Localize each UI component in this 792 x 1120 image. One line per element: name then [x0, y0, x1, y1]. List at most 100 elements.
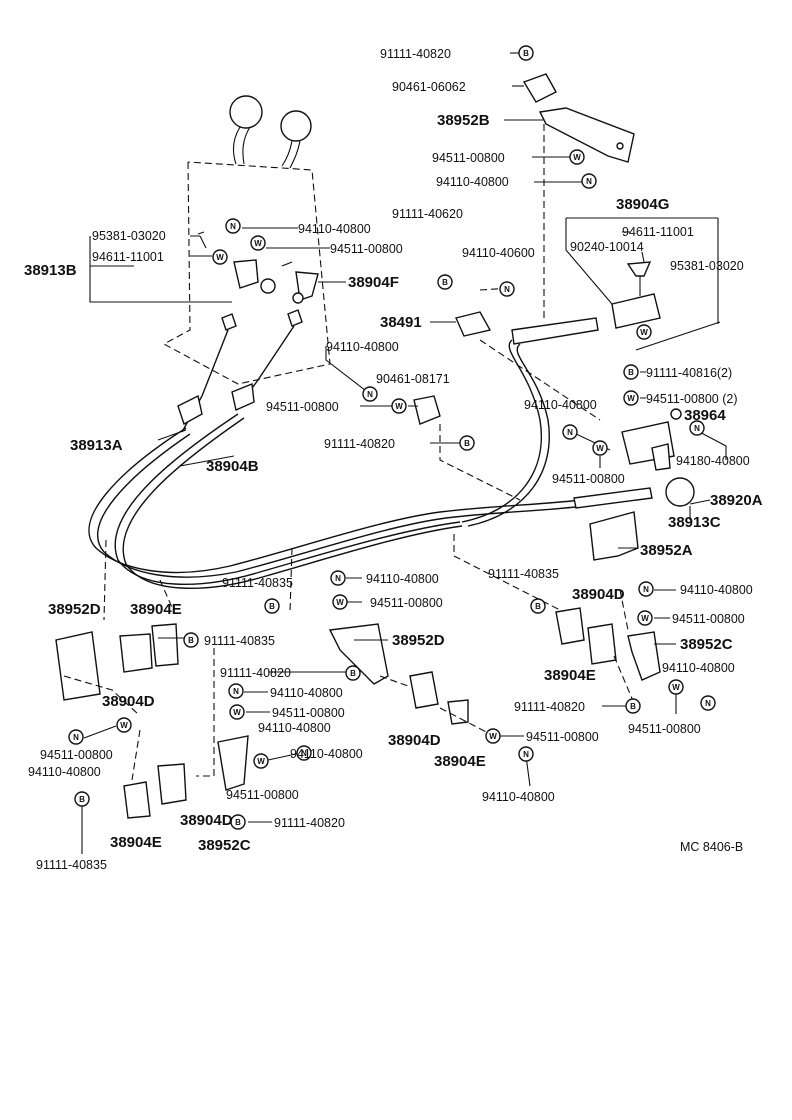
washer-w-icon: W	[668, 679, 684, 695]
part-label: 94110-40600	[462, 246, 535, 260]
svg-text:W: W	[672, 683, 680, 692]
part-label: 94110-40800	[524, 398, 597, 412]
svg-text:B: B	[269, 602, 275, 611]
bracket-group-middle	[217, 623, 469, 791]
part-label: 91111-40835	[204, 634, 275, 648]
part-label: 94511-00800	[672, 612, 745, 626]
svg-text:N: N	[523, 750, 529, 759]
part-label: 38964	[684, 407, 726, 424]
nut-n-icon: N	[68, 729, 84, 745]
part-label: 94511-00800	[628, 722, 701, 736]
washer-w-icon: W	[253, 753, 269, 769]
bolt-b-icon: B	[625, 698, 641, 714]
svg-text:B: B	[235, 818, 241, 827]
svg-text:W: W	[573, 153, 581, 162]
part-label: 91111-40835	[488, 567, 559, 581]
bolt-b-icon: B	[230, 814, 246, 830]
part-label: 38491	[380, 314, 422, 331]
svg-text:B: B	[188, 636, 194, 645]
part-label: 94511-00800	[432, 151, 505, 165]
part-label: 94511-00800	[330, 242, 403, 256]
svg-text:B: B	[464, 439, 470, 448]
svg-text:W: W	[216, 253, 224, 262]
washer-w-icon: W	[592, 440, 608, 456]
bolt-b-icon: B	[623, 364, 639, 380]
part-label: 38952B	[437, 112, 490, 129]
svg-text:N: N	[643, 585, 649, 594]
part-label: 94110-40800	[366, 572, 439, 586]
part-label: 38904E	[130, 601, 182, 618]
part-label: 38913C	[668, 514, 721, 531]
bolt-b-icon: B	[530, 598, 546, 614]
part-label: 91111-40820	[324, 437, 395, 451]
part-label: 38952A	[640, 542, 693, 559]
part-label: 94110-40800	[258, 721, 331, 735]
svg-text:W: W	[120, 721, 128, 730]
nut-n-icon: N	[225, 218, 241, 234]
part-label: 38913B	[24, 262, 77, 279]
part-label: 91111-40835	[36, 858, 107, 872]
shift-lever-assembly	[162, 95, 331, 385]
part-label: 90461-06062	[392, 80, 466, 94]
svg-text:W: W	[627, 394, 635, 403]
nut-n-icon: N	[228, 683, 244, 699]
part-label: 94110-40800	[436, 175, 509, 189]
part-label: 91111-40835	[222, 576, 293, 590]
part-label: 38904F	[348, 274, 399, 291]
nut-n-icon: N	[296, 745, 312, 761]
part-label: 94511-00800	[40, 748, 113, 762]
nut-n-icon: N	[638, 581, 654, 597]
svg-text:B: B	[630, 702, 636, 711]
svg-text:N: N	[567, 428, 573, 437]
part-labels: 91111-40820 90461-06062 38952B 94511-008…	[24, 47, 763, 872]
bolt-b-icon: B	[459, 435, 475, 451]
nut-n-icon: N	[689, 420, 705, 436]
part-label: 94611-11001	[622, 225, 694, 239]
part-label: 95381-03020	[92, 229, 166, 243]
svg-text:W: W	[641, 614, 649, 623]
svg-text:N: N	[230, 222, 236, 231]
svg-text:B: B	[350, 669, 356, 678]
bracket-38952A	[589, 511, 639, 561]
part-label: 38913A	[70, 437, 123, 454]
part-label: 94110-40800	[482, 790, 555, 804]
svg-text:N: N	[586, 177, 592, 186]
washer-w-icon: W	[637, 610, 653, 626]
part-label: 94110-40800	[680, 583, 753, 597]
pivot-38964	[621, 408, 682, 471]
svg-text:B: B	[79, 795, 85, 804]
washer-w-icon: W	[485, 728, 501, 744]
part-label: 38904E	[544, 667, 596, 684]
part-label: 38904E	[434, 753, 486, 770]
svg-text:W: W	[395, 402, 403, 411]
part-label: 94511-00800	[226, 788, 299, 802]
part-label: 94511-00800	[552, 472, 625, 486]
part-label: 38904D	[572, 586, 625, 603]
nut-n-icon: N	[518, 746, 534, 762]
part-label: 91111-40820	[220, 666, 291, 680]
part-label: 94511-00800	[370, 596, 443, 610]
svg-text:W: W	[489, 732, 497, 741]
washer-w-icon: W	[116, 717, 132, 733]
part-label: 38904G	[616, 196, 669, 213]
callout-icons: B W N N W W B N W N W B B W N W N N W B …	[68, 45, 716, 830]
washer-w-icon: W	[212, 249, 228, 265]
part-label: 91111-40820	[514, 700, 585, 714]
part-label: 91111-40820	[380, 47, 451, 61]
bracket-38952B	[522, 73, 635, 163]
part-label: 91111-40816(2)	[646, 366, 732, 380]
washer-w-icon: W	[636, 324, 652, 340]
part-label: 38904D	[180, 812, 233, 829]
washer-w-icon: W	[391, 398, 407, 414]
bracket-38904G	[611, 261, 721, 351]
nut-n-icon: N	[330, 570, 346, 586]
part-label: 38920A	[710, 492, 763, 509]
svg-text:W: W	[596, 444, 604, 453]
svg-text:N: N	[694, 424, 700, 433]
bolt-b-icon: B	[74, 791, 90, 807]
svg-text:N: N	[367, 390, 373, 399]
svg-text:W: W	[336, 598, 344, 607]
part-label: 38904E	[110, 834, 162, 851]
part-label: 90240-10014	[570, 240, 644, 254]
control-cables	[88, 309, 695, 589]
